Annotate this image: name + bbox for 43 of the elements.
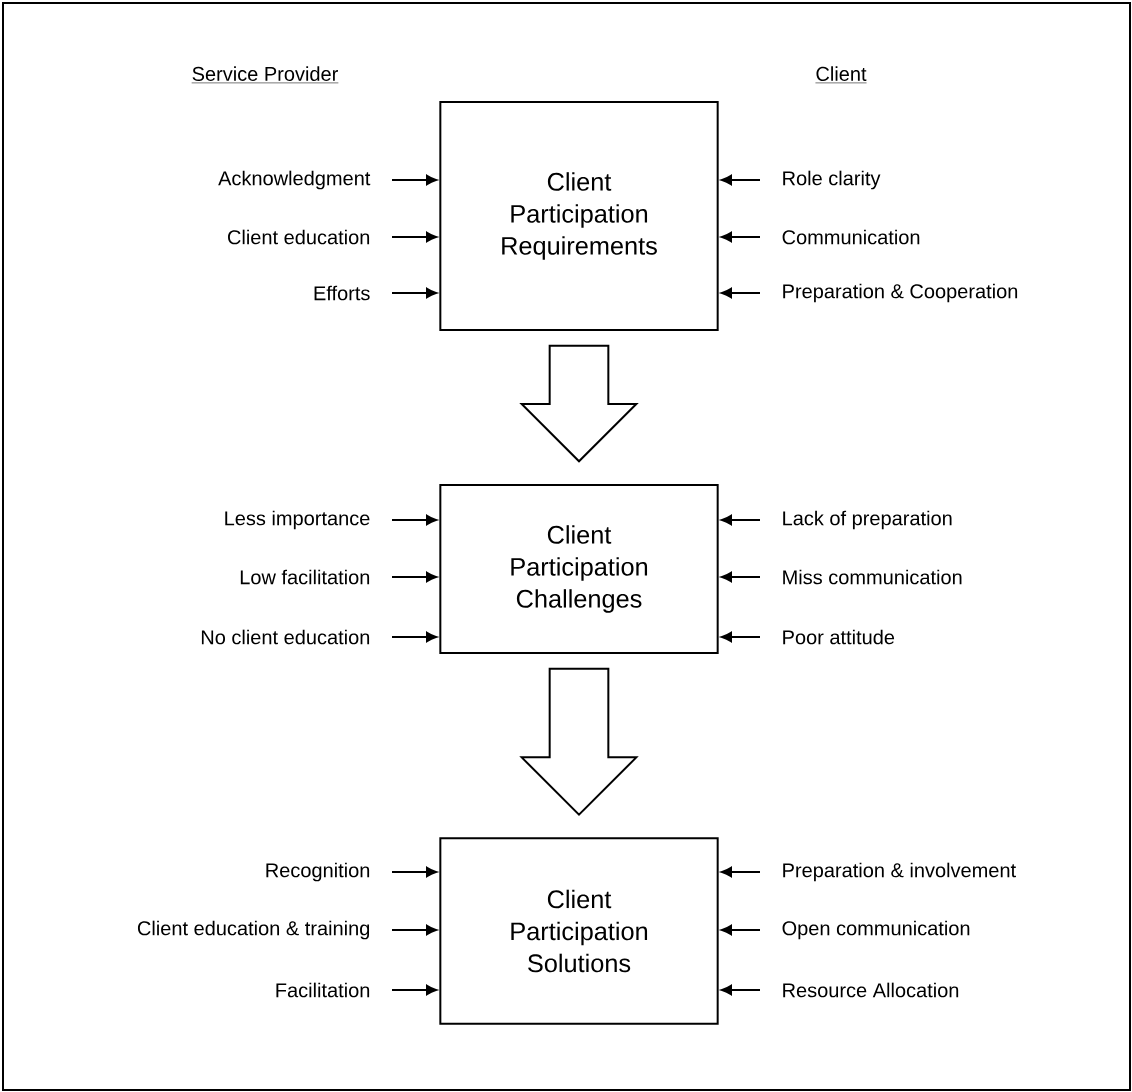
process-box: Client Participation Requirements bbox=[439, 101, 719, 331]
factor-label: Miss communication bbox=[783, 569, 962, 585]
arrow bbox=[391, 866, 437, 878]
arrow bbox=[721, 631, 761, 643]
column-heading: Service Provider bbox=[191, 66, 339, 84]
arrow bbox=[391, 631, 437, 643]
factor-label: Less importance bbox=[225, 510, 370, 530]
factor-label: Acknowledgment bbox=[218, 170, 371, 190]
arrow bbox=[721, 924, 761, 936]
arrow bbox=[721, 287, 761, 299]
factor-label: Role clarity bbox=[783, 170, 881, 190]
column-heading: Client bbox=[815, 66, 867, 84]
arrow bbox=[721, 514, 761, 526]
factor-label: Low facilitation bbox=[240, 569, 370, 585]
process-box: Client Participation Solutions bbox=[439, 837, 719, 1025]
arrow bbox=[391, 231, 437, 243]
arrow bbox=[721, 231, 761, 243]
block-arrow bbox=[519, 344, 639, 463]
factor-label: Recognition bbox=[266, 862, 370, 882]
factor-label: Facilitation bbox=[276, 982, 370, 998]
factor-label: Client education bbox=[228, 229, 370, 245]
factor-label: Open communication bbox=[782, 920, 970, 940]
arrow bbox=[391, 174, 437, 186]
arrow bbox=[391, 924, 437, 936]
factor-label: Communication bbox=[782, 229, 920, 245]
arrow bbox=[391, 571, 437, 583]
arrow bbox=[391, 287, 437, 299]
process-box: Client Participation Challenges bbox=[439, 484, 719, 654]
factor-label: Efforts bbox=[314, 285, 370, 301]
arrow bbox=[721, 174, 761, 186]
factor-label: Preparation & Cooperation bbox=[783, 283, 1018, 303]
arrow bbox=[721, 571, 761, 583]
factor-label: Lack of preparation bbox=[783, 510, 952, 530]
arrow bbox=[721, 984, 761, 996]
arrow bbox=[391, 514, 437, 526]
factor-label: Client education & training bbox=[137, 920, 370, 940]
block-arrow bbox=[519, 667, 639, 817]
arrow bbox=[391, 984, 437, 996]
factor-label: No client education bbox=[201, 629, 370, 645]
factor-label: Preparation & involvement bbox=[783, 862, 1016, 882]
arrow bbox=[721, 866, 761, 878]
factor-label: Poor attitude bbox=[783, 629, 895, 645]
factor-label: Resource Allocation bbox=[783, 982, 959, 998]
